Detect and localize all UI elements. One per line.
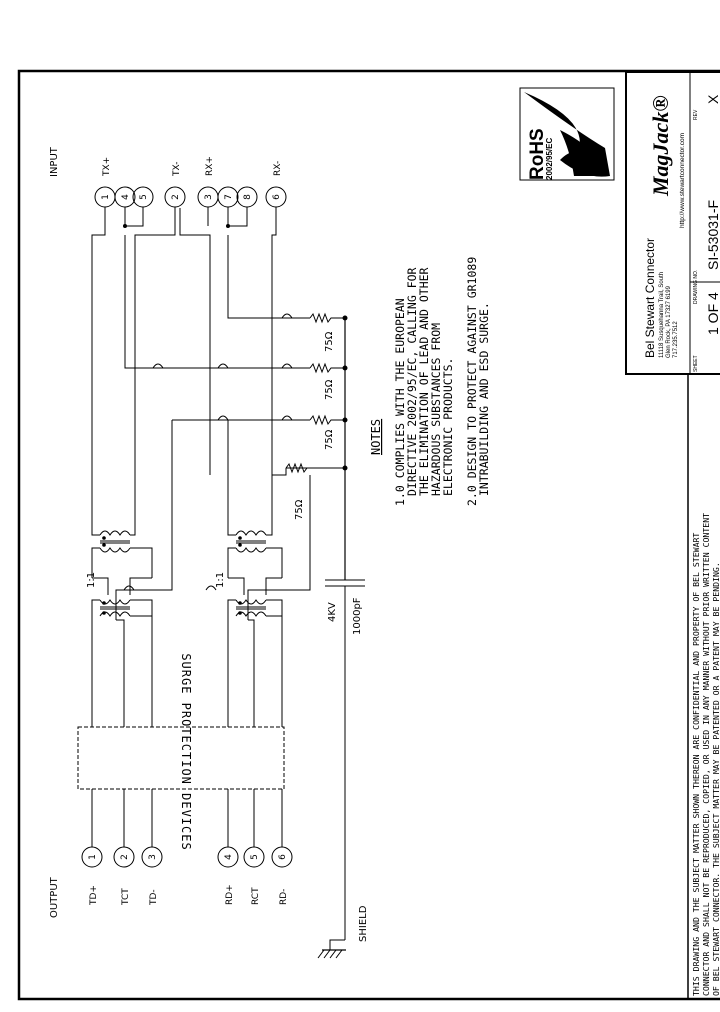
- input-pin-number: 3: [204, 194, 214, 200]
- input-title: INPUT: [49, 146, 60, 177]
- company-address-1: 11118 Susquehanna Trail, South: [659, 272, 665, 358]
- notes-lines: 1.0 COMPLIES WITH THE EUROPEANDIRECTIVE …: [393, 257, 491, 506]
- output-pin-number: 1: [88, 854, 98, 860]
- resistor-label-4: 75Ω: [294, 499, 305, 520]
- transformer-ratio-1: 1:1: [86, 572, 97, 588]
- notes-heading: NOTES: [369, 419, 383, 455]
- input-pin-label: RX-: [273, 161, 283, 176]
- input-pins: 1 TX+ 4 5 2 TX- 3 RX+ 7 8 6 RX-: [94, 156, 287, 227]
- input-pin-label: RX+: [205, 156, 215, 176]
- note-line: DIRECTIVE 2002/95/EC, CALLING FOR: [405, 267, 419, 496]
- pin-junction-wire: [228, 207, 248, 227]
- company-url: http://www.stewartconnector.com: [679, 133, 686, 228]
- surge-box-label: SURGE PROTECTION DEVICES: [179, 653, 193, 850]
- rohs-subtitle: 2002/95/EC: [545, 138, 554, 180]
- resistor-bank: [285, 312, 365, 959]
- note-line: 1.0 COMPLIES WITH THE EUROPEAN: [393, 298, 407, 506]
- output-pin-number: 3: [148, 854, 158, 860]
- sheet-value: 1 OF 4: [705, 292, 720, 335]
- input-pin-label: TX+: [102, 157, 112, 177]
- resistor-label-1: 75Ω: [324, 331, 335, 352]
- disclaimer-line-1: THIS DRAWING AND THE SUBJECT MATTER SHOW…: [691, 533, 701, 996]
- resistor-label-3: 75Ω: [324, 429, 335, 450]
- drawing-border: [17, 69, 720, 1001]
- note-line: 2.0 DESIGN TO PROTECT AGAINST GR1089: [465, 257, 479, 506]
- input-pin-number: 1: [101, 194, 111, 200]
- rohs-logo: RoHS 2002/95/EC: [524, 92, 610, 180]
- rohs-logo-frame: [519, 87, 615, 181]
- brand-logo: MagJack®: [648, 95, 673, 197]
- output-pin-number: 4: [224, 854, 234, 860]
- output-pin-label: RD-: [279, 889, 289, 905]
- rohs-title: RoHS: [527, 128, 548, 180]
- input-pin-number: 6: [272, 194, 282, 200]
- company-phone: 717.235.7512: [673, 321, 679, 358]
- polarity-dots: [102, 224, 242, 615]
- shield-label: SHIELD: [358, 905, 369, 942]
- input-pin-label: TX-: [172, 162, 182, 177]
- note-line: ELECTRONIC PRODUCTS.: [441, 358, 455, 496]
- output-pin-number: 5: [250, 854, 260, 860]
- rev-value: X: [705, 94, 720, 104]
- input-pin-number: 4: [121, 194, 131, 200]
- sheet-label: SHEET: [693, 355, 699, 372]
- output-pin-label: RD+: [225, 884, 235, 905]
- note-line: THE ELIMINATION OF LEAD AND OTHER: [417, 267, 431, 496]
- output-pin-label: TD+: [89, 885, 99, 906]
- disclaimer-line-2: CONNECTOR AND SHALL NOT BE REPRODUCED, C…: [701, 513, 711, 996]
- pin-junction-wire: [125, 207, 144, 227]
- capacitor-voltage: 4KV: [327, 602, 338, 622]
- input-pin-number: 8: [243, 194, 253, 200]
- drawing-no-label: DRAWING NO.: [693, 270, 699, 304]
- disclaimer-line-3: OF BEL STEWART CONNECTOR. THE SUBJECT MA…: [711, 562, 720, 996]
- resistor-label-2: 75Ω: [324, 379, 335, 400]
- transformer-ratio-2: 1:1: [215, 572, 226, 588]
- output-title: OUTPUT: [49, 876, 60, 918]
- input-pin-number: 5: [139, 194, 149, 200]
- input-pin-number: 2: [171, 194, 181, 200]
- company-address-2: Glen Rock, PA 17327 6199: [666, 285, 672, 358]
- drawing-no-value: SI-53031-F: [705, 200, 720, 270]
- output-pin-number: 6: [278, 854, 288, 860]
- rev-label: REV: [693, 109, 699, 120]
- input-pin-number: 7: [224, 194, 234, 200]
- note-line: INTRABUILDING AND ESD SURGE.: [477, 302, 491, 496]
- output-pin-label: TD-: [149, 889, 159, 906]
- surge-protection-box: [77, 726, 285, 790]
- title-block: [519, 71, 720, 1000]
- company-name: Bel Stewart Connector: [643, 238, 657, 358]
- output-pin-number: 2: [120, 854, 130, 860]
- output-pin-label: TCT: [121, 888, 131, 906]
- transformer-network: [91, 208, 311, 727]
- capacitor-value: 1000pF: [352, 597, 363, 635]
- output-pin-label: RCT: [251, 887, 261, 905]
- note-line: HAZARDOUS SUBSTANCES FROM: [429, 323, 443, 496]
